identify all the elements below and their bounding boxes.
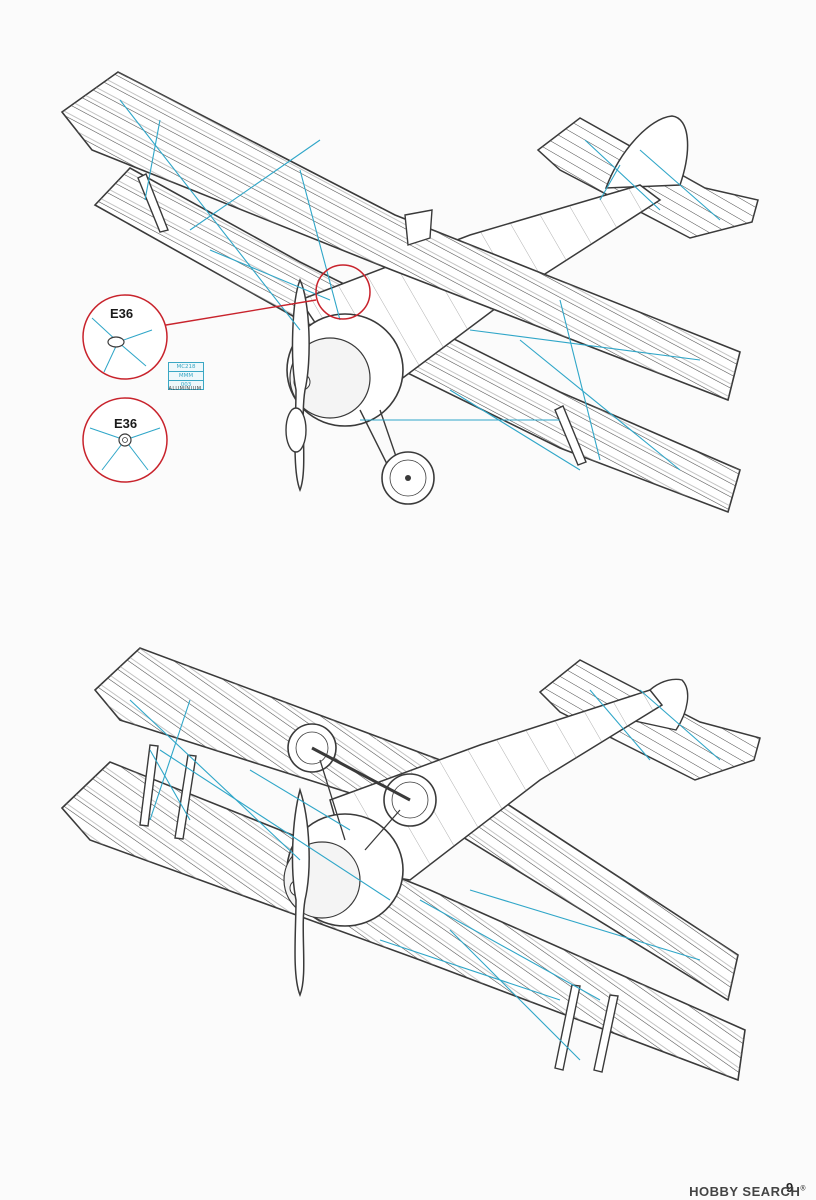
paint-code-box: MC218 MMM 003 [168,362,204,390]
propeller [291,278,310,493]
paint-code-number: 003 [180,382,192,388]
paint-code-mc: MC218 [169,363,203,372]
hobby-search-watermark: HOBBY SEARCH® [689,1184,806,1199]
page-number: 9 [786,1180,794,1195]
rigging-wires [119,99,721,471]
watermark-brand: HOBBY SEARCH [689,1184,801,1199]
aircraft-bottom-view [60,647,761,1082]
watermark-registered-mark: ® [800,1185,806,1193]
detail-callouts [82,264,371,483]
propeller-bottom [291,787,310,998]
callout-label-e36-front: E36 [114,416,138,431]
callout-label-e36-side: E36 [110,306,134,321]
callout-e36-side [82,294,168,380]
fin-rudder [604,115,689,189]
aircraft-top-view [60,71,759,514]
paint-name: ALUMINIUM [168,386,202,392]
rigging-wires-bottom [129,689,721,1061]
paint-code-mmm: MMM [169,372,203,381]
